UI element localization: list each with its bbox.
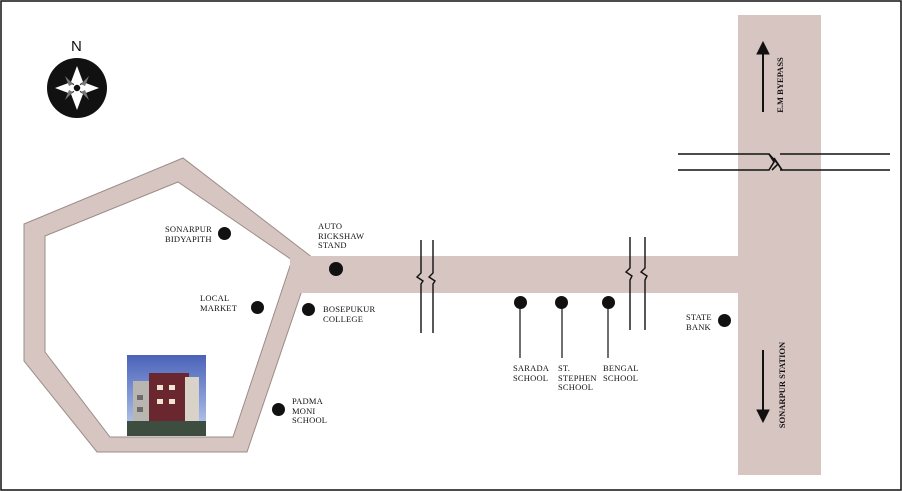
compass-rose-icon [47, 58, 107, 118]
arrow-south [756, 350, 770, 424]
auto-rickshaw-stand-marker[interactable] [329, 262, 343, 276]
bypass-road [738, 15, 821, 475]
building-photo [127, 355, 206, 436]
road-break-2 [624, 237, 648, 330]
st-stephen-school-marker[interactable] [555, 296, 568, 309]
railway-crossing [678, 153, 890, 171]
loop-road [23, 157, 314, 453]
local-market-marker[interactable] [251, 301, 264, 314]
sonarpur-station-label: SONARPUR STATION [777, 341, 787, 429]
state-bank-marker[interactable] [718, 314, 731, 327]
arrow-north [756, 40, 770, 112]
padma-moni-school-marker[interactable] [272, 403, 285, 416]
sarada-school-marker[interactable] [514, 296, 527, 309]
compass-north-label: N [71, 38, 82, 55]
em-bypass-label: E.M BYEPASS [775, 57, 785, 113]
sonarpur-bidyapith-marker[interactable] [218, 227, 231, 240]
main-road [290, 256, 742, 293]
road-break-1 [415, 240, 436, 333]
bengal-school-marker[interactable] [602, 296, 615, 309]
bosepukur-college-marker[interactable] [302, 303, 315, 316]
